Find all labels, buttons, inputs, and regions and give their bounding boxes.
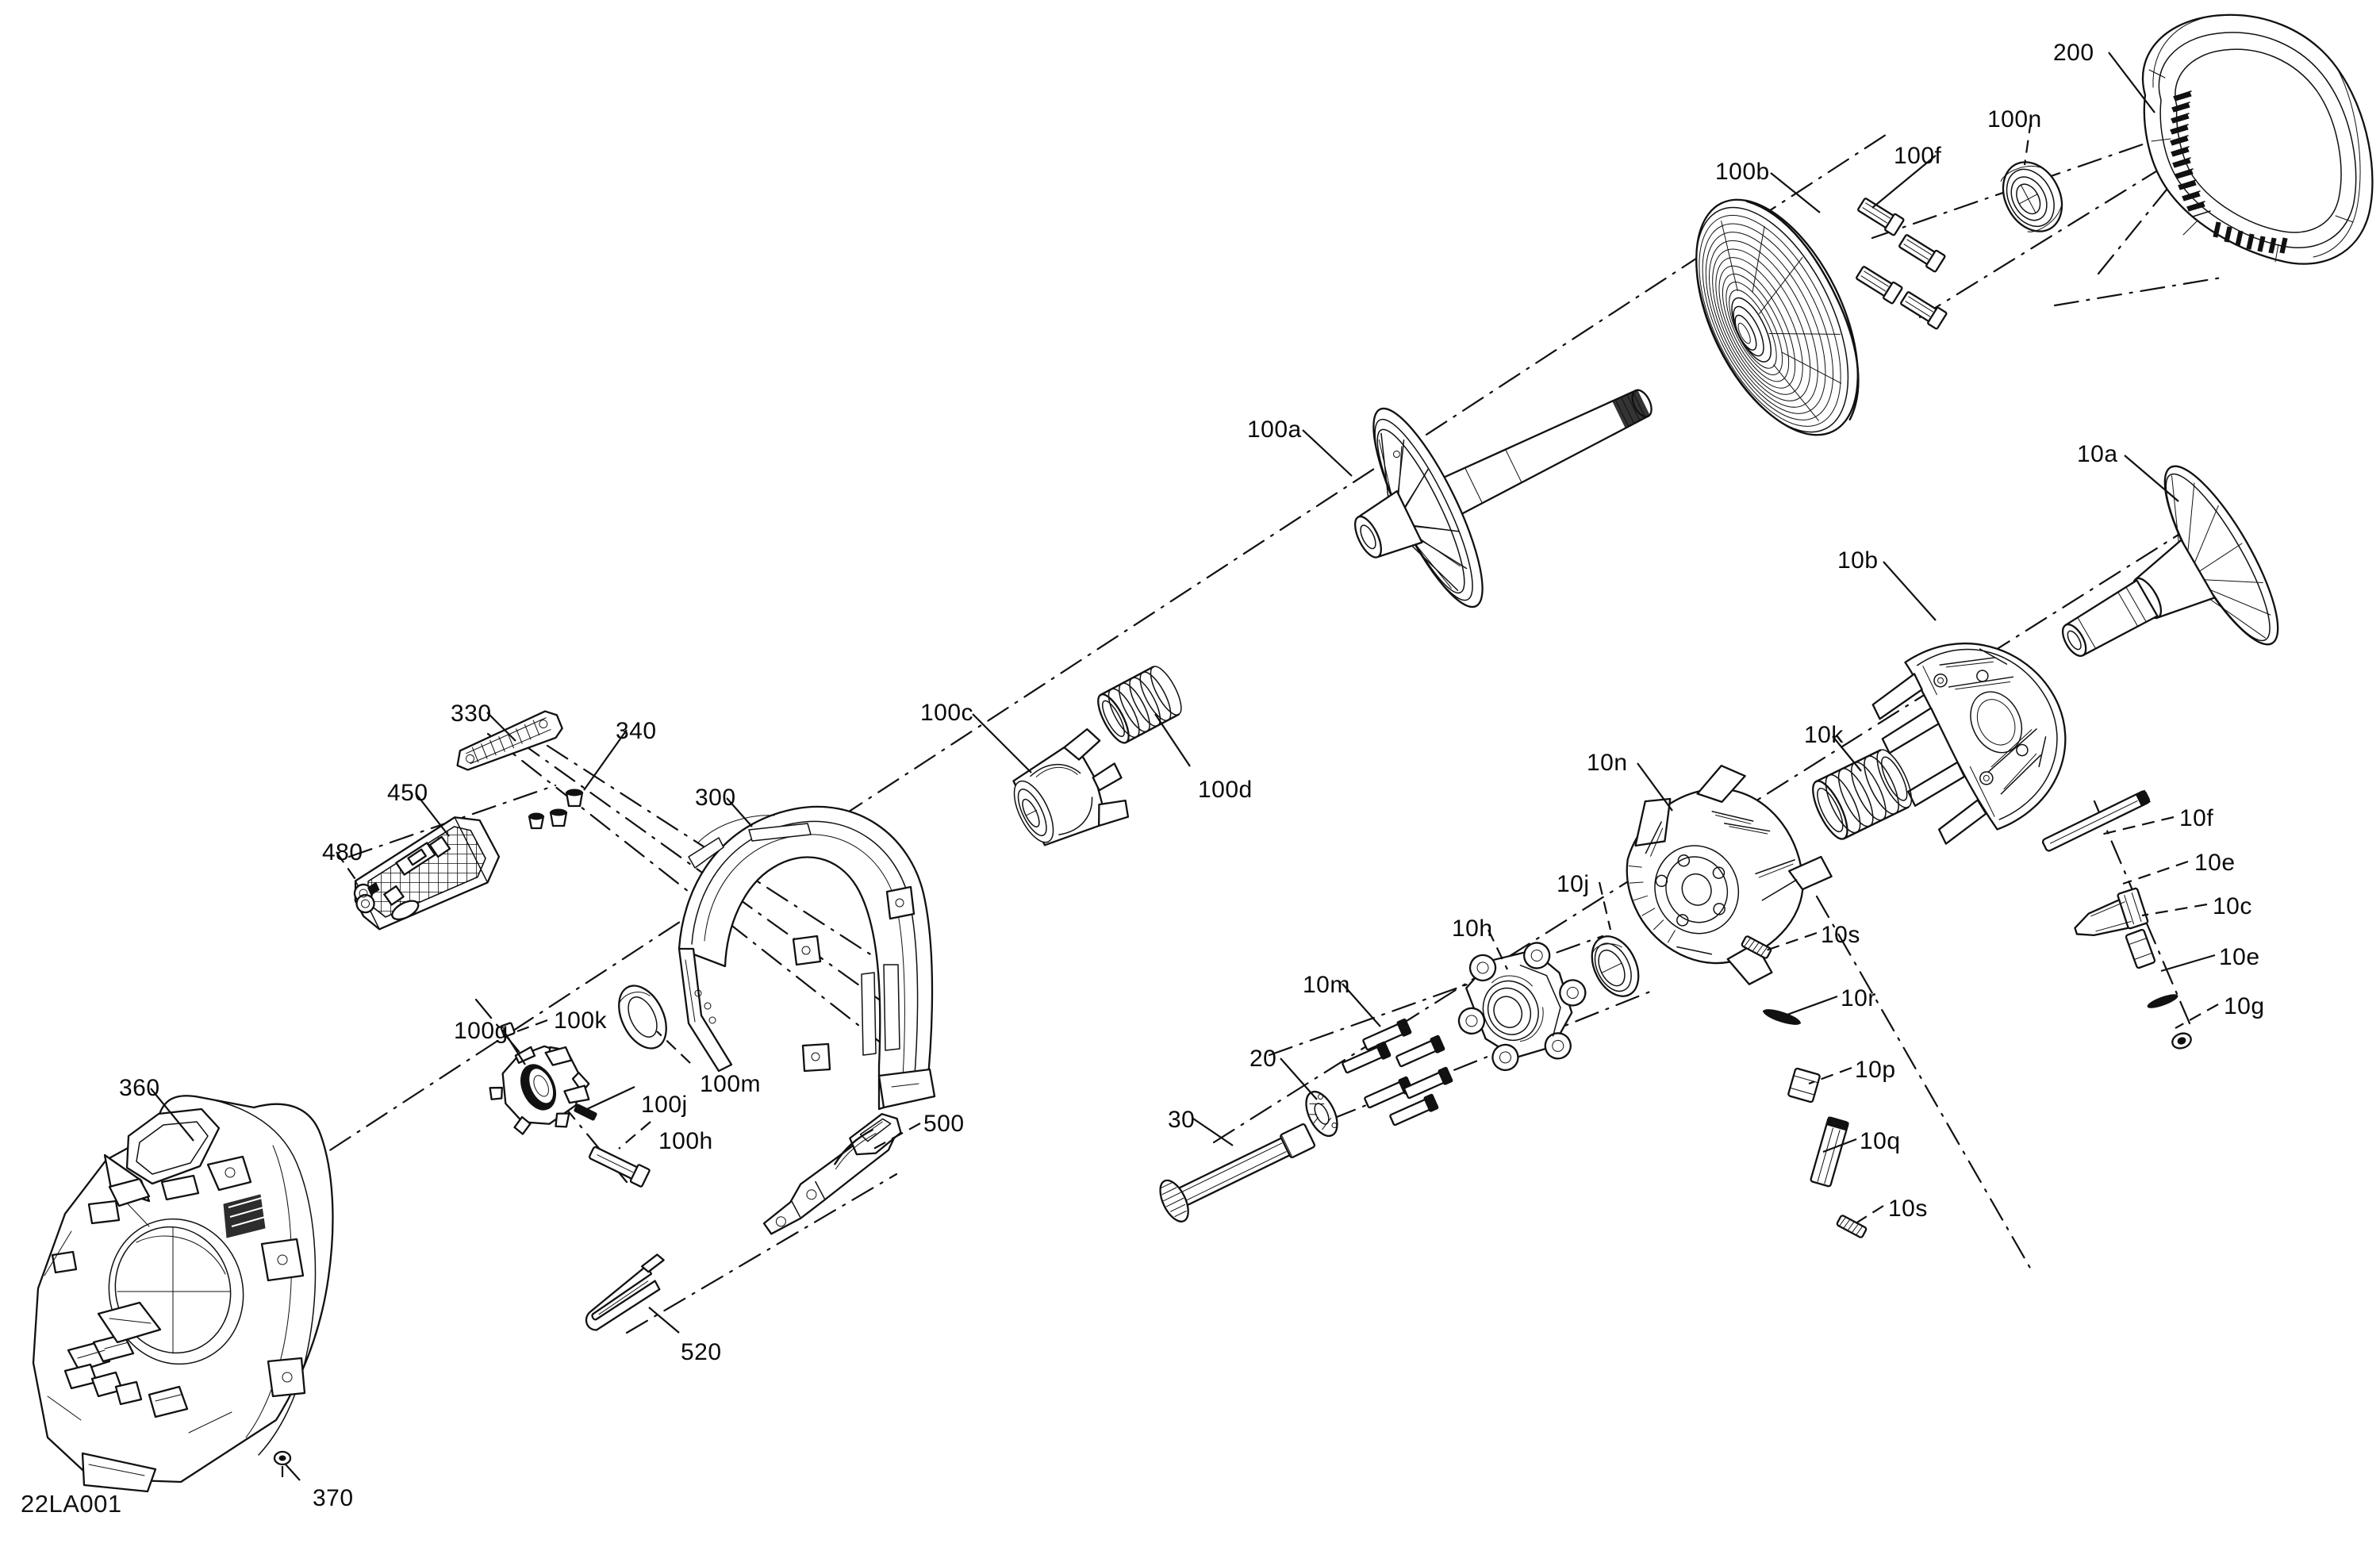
callout-10c: 10c	[2213, 893, 2252, 919]
part-370-screw	[273, 1450, 292, 1466]
part-10f-flyweight-pin	[2041, 789, 2151, 852]
callout-10k: 10k	[1804, 722, 1844, 748]
callout-30: 30	[1168, 1107, 1196, 1133]
part-10q-bushing-sleeve	[1810, 1116, 1849, 1188]
callout-360: 360	[119, 1075, 160, 1101]
callout-450: 450	[387, 780, 428, 806]
part-480-push-rivet	[353, 881, 380, 914]
callout-10j: 10j	[1557, 871, 1590, 897]
callout-480: 480	[322, 839, 363, 866]
callout-500: 500	[923, 1111, 965, 1137]
part-10h-clutch-hub	[1457, 942, 1587, 1072]
callout-10q: 10q	[1860, 1128, 1901, 1154]
callout-200: 200	[2053, 40, 2094, 66]
callout-10b: 10b	[1837, 547, 1879, 574]
part-100n-bearing-ring	[2000, 161, 2063, 232]
callout-520: 520	[681, 1339, 722, 1365]
part-100d-compression-spring	[1097, 666, 1182, 744]
callout-330: 330	[451, 700, 492, 727]
part-100a-driven-pulley-shaft	[1354, 389, 1653, 608]
part-100m-thrust-washer	[618, 985, 667, 1050]
callout-20: 20	[1250, 1046, 1277, 1072]
part-200-drive-belt	[2141, 13, 2374, 265]
part-330-bracket-strip	[456, 710, 563, 771]
part-300-belt-guard	[678, 805, 936, 1111]
part-10g-nut	[2171, 1032, 2192, 1050]
part-20-lock-washer	[1305, 1090, 1338, 1138]
callout-10s: 10s	[1821, 922, 1860, 948]
callout-10m: 10m	[1303, 972, 1350, 998]
callout-100d: 100d	[1198, 777, 1253, 803]
part-450-air-inlet-screen	[354, 816, 501, 931]
part-10a-drive-fixed-sheave	[2061, 465, 2279, 657]
part-10r-washer	[1762, 1009, 1802, 1025]
part-10e-roller-bushing-upper	[2125, 928, 2156, 969]
part-10n-sliding-sheave-carrier	[1626, 765, 1833, 985]
callout-10g: 10g	[2224, 993, 2265, 1019]
part-100g-cam-ramp-housing	[489, 1045, 590, 1135]
leader-lines	[150, 52, 2219, 1481]
callout-100j: 100j	[641, 1092, 688, 1118]
diagram-watermark: 22LA001	[21, 1490, 122, 1518]
part-10j-seal-ring	[1591, 935, 1640, 997]
callout-100c: 100c	[920, 700, 974, 726]
part-10s-spring-clip-lower	[1836, 1215, 1868, 1238]
part-500-cable-bracket	[762, 1113, 902, 1235]
part-10e-washer-lower	[2147, 994, 2178, 1008]
callout-340: 340	[616, 718, 657, 744]
callout-100f: 100f	[1894, 143, 1942, 169]
callout-10n: 10n	[1587, 750, 1628, 776]
part-10c-flyweight	[2074, 887, 2149, 937]
part-340-grommets	[528, 789, 584, 830]
callout-10r: 10r	[1841, 985, 1876, 1011]
callout-100n: 100n	[1987, 106, 2042, 132]
callout-10e: 10e	[2194, 850, 2236, 876]
callout-100a: 100a	[1247, 416, 1302, 443]
callout-370: 370	[313, 1485, 354, 1511]
callout-10p: 10p	[1855, 1057, 1896, 1083]
callout-100m: 100m	[700, 1071, 762, 1097]
part-10m-screws	[1342, 1018, 1453, 1127]
part-10k-clutch-spring	[1812, 749, 1913, 840]
callout-100k: 100k	[554, 1008, 608, 1034]
centreline-secondary	[347, 732, 2191, 1334]
callout-100g: 100g	[454, 1018, 509, 1044]
callout-10h: 10h	[1452, 915, 1493, 942]
callout-10s2: 10s	[1888, 1196, 1928, 1222]
part-10s-spring-clip-upper	[1741, 935, 1772, 959]
callout-10f: 10f	[2179, 805, 2214, 831]
callout-10a: 10a	[2077, 441, 2118, 467]
part-10b-clutch-housing	[1871, 643, 2067, 845]
part-100b-driven-fixed-sheave	[1695, 198, 1860, 436]
callout-100b: 100b	[1715, 159, 1770, 185]
part-360-cvt-cover	[32, 1095, 334, 1493]
part-520-retaining-clip	[585, 1253, 665, 1331]
callout-300: 300	[695, 785, 736, 811]
part-10p-spacer	[1787, 1067, 1821, 1104]
part-30-shaft-bolt	[1159, 1123, 1316, 1223]
callout-10e2: 10e	[2219, 944, 2260, 970]
callout-100h: 100h	[658, 1128, 713, 1154]
centreline-driven	[109, 132, 1890, 1295]
part-100f-stud-bolts	[1856, 198, 1948, 330]
part-100h-bolt	[588, 1146, 651, 1188]
part-100c-cam-follower	[1012, 728, 1130, 846]
